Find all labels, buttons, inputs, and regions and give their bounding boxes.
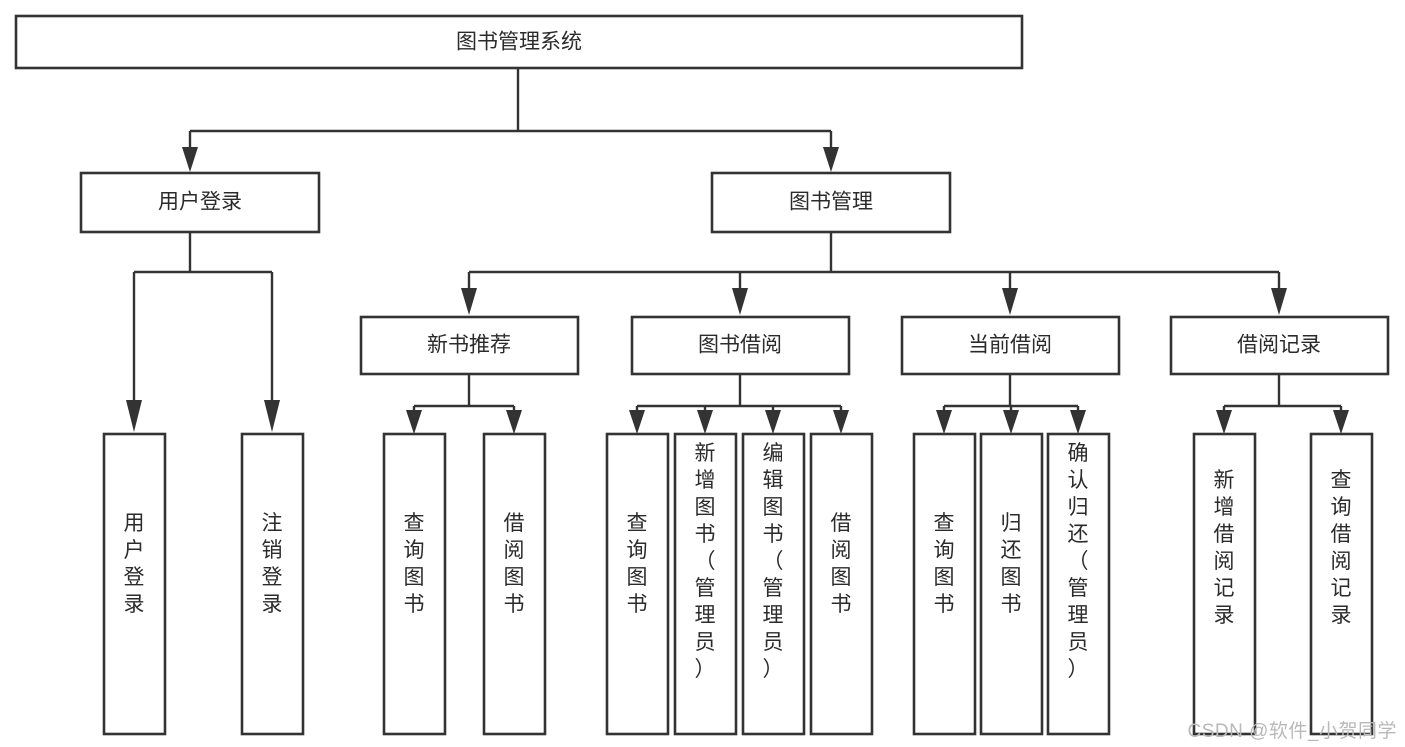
node-leaf-query-record-label: 查询借阅记录 — [1331, 469, 1352, 627]
arrow-cb-leaf-3 — [1070, 410, 1086, 434]
node-leaf-return-book-box[interactable] — [979, 432, 1044, 736]
connector-group-root — [182, 68, 839, 172]
node-leaf-query-book-1-box[interactable] — [382, 432, 447, 736]
node-leaf-add-record[interactable]: 新增借阅记录 — [1192, 432, 1257, 736]
node-user-login-label: 用户登录 — [158, 191, 242, 214]
node-book-manage-box[interactable] — [710, 171, 952, 234]
node-leaf-query-book-2[interactable]: 查询图书 — [605, 432, 670, 736]
arrow-root-to-user-login — [182, 147, 198, 172]
node-book-borrow-label: 图书借阅 — [698, 334, 782, 357]
node-leaf-query-book-2-box[interactable] — [605, 432, 670, 736]
node-leaf-confirm-return[interactable]: 确认归还（管理员） — [1046, 432, 1111, 736]
node-leaf-borrow-book-1[interactable]: 借阅图书 — [482, 432, 547, 736]
node-leaf-user-logout-label: 注销登录 — [262, 512, 283, 616]
node-leaf-edit-book-box[interactable] — [741, 432, 806, 736]
node-leaf-query-book-3[interactable]: 查询图书 — [912, 432, 977, 736]
node-new-book-recommend-label: 新书推荐 — [427, 334, 511, 357]
node-user-login[interactable]: 用户登录 — [79, 171, 321, 234]
node-current-borrow[interactable]: 当前借阅 — [900, 315, 1121, 376]
arrow-bm-to-new-book-recommend — [461, 288, 477, 315]
arrow-nbr-leaf-2 — [506, 410, 522, 434]
node-borrow-record-label: 借阅记录 — [1237, 334, 1321, 357]
node-leaf-confirm-return-label: 确认归还（管理员） — [1068, 442, 1089, 681]
arrow-root-to-book-manage — [823, 147, 839, 172]
node-leaf-query-book-1-label: 查询图书 — [404, 512, 425, 616]
node-leaf-user-login-box[interactable] — [102, 432, 167, 736]
node-leaf-add-record-box[interactable] — [1192, 432, 1257, 736]
node-user-login-box[interactable] — [79, 171, 321, 234]
node-leaf-add-book-label: 新增图书（管理员） — [695, 442, 716, 681]
arrow-bb-leaf-1 — [629, 410, 645, 434]
node-leaf-query-book-3-label: 查询图书 — [934, 512, 955, 616]
node-leaf-user-logout[interactable]: 注销登录 — [240, 432, 305, 736]
node-leaf-query-record-box[interactable] — [1309, 432, 1374, 736]
node-leaf-query-book-1[interactable]: 查询图书 — [382, 432, 447, 736]
arrow-bb-leaf-2 — [697, 410, 713, 434]
arrow-bm-to-borrow-record — [1271, 288, 1287, 315]
node-root-label: 图书管理系统 — [456, 31, 582, 54]
arrow-cb-leaf-2 — [1003, 410, 1019, 434]
node-leaf-borrow-book-2-label: 借阅图书 — [831, 512, 852, 616]
node-leaf-query-book-2-label: 查询图书 — [627, 512, 648, 616]
node-new-book-recommend-box[interactable] — [359, 315, 580, 376]
connector-group-book-manage — [461, 232, 1287, 315]
node-root-box[interactable] — [14, 14, 1024, 70]
node-current-borrow-box[interactable] — [900, 315, 1121, 376]
connector-group-user-login — [126, 232, 280, 432]
csdn-watermark: CSDN @软件_小贺同学 — [1187, 721, 1397, 742]
node-leaf-add-book[interactable]: 新增图书（管理员） — [673, 432, 738, 736]
node-leaf-query-record[interactable]: 查询借阅记录 — [1309, 432, 1374, 736]
node-leaf-edit-book-label: 编辑图书（管理员） — [763, 442, 784, 681]
arrow-br-leaf-1 — [1216, 410, 1232, 434]
connector-group-current-borrow — [936, 374, 1086, 434]
node-current-borrow-label: 当前借阅 — [968, 334, 1052, 357]
node-leaf-add-book-box[interactable] — [673, 432, 738, 736]
node-leaf-user-logout-box[interactable] — [240, 432, 305, 736]
node-new-book-recommend[interactable]: 新书推荐 — [359, 315, 580, 376]
node-leaf-borrow-book-1-box[interactable] — [482, 432, 547, 736]
arrow-bb-leaf-4 — [833, 410, 849, 434]
connector-group-borrow-record — [1216, 374, 1349, 434]
node-root[interactable]: 图书管理系统 — [14, 14, 1024, 70]
connector-group-new-book-recommend — [406, 374, 522, 434]
node-leaf-borrow-book-2[interactable]: 借阅图书 — [809, 432, 874, 736]
node-leaf-user-login[interactable]: 用户登录 — [102, 432, 167, 736]
node-leaf-return-book-label: 归还图书 — [1001, 512, 1022, 616]
node-leaf-add-record-label: 新增借阅记录 — [1214, 469, 1235, 627]
node-book-manage[interactable]: 图书管理 — [710, 171, 952, 234]
arrow-bm-to-current-borrow — [1002, 288, 1018, 315]
arrow-user-login-leaf-2 — [264, 400, 280, 432]
node-book-manage-label: 图书管理 — [789, 191, 873, 214]
arrow-bb-leaf-3 — [765, 410, 781, 434]
arrow-user-login-leaf-1 — [126, 400, 142, 432]
node-borrow-record[interactable]: 借阅记录 — [1169, 315, 1390, 376]
node-book-borrow[interactable]: 图书借阅 — [630, 315, 851, 376]
arrow-br-leaf-2 — [1333, 410, 1349, 434]
node-leaf-query-book-3-box[interactable] — [912, 432, 977, 736]
node-book-borrow-box[interactable] — [630, 315, 851, 376]
node-borrow-record-box[interactable] — [1169, 315, 1390, 376]
node-leaf-confirm-return-box[interactable] — [1046, 432, 1111, 736]
arrow-bm-to-book-borrow — [732, 288, 748, 315]
node-leaf-borrow-book-2-box[interactable] — [809, 432, 874, 736]
node-leaf-borrow-book-1-label: 借阅图书 — [504, 512, 525, 616]
arrow-nbr-leaf-1 — [406, 410, 422, 434]
node-leaf-return-book[interactable]: 归还图书 — [979, 432, 1044, 736]
node-leaf-edit-book[interactable]: 编辑图书（管理员） — [741, 432, 806, 736]
connector-group-book-borrow — [629, 374, 849, 434]
node-leaf-user-login-label: 用户登录 — [124, 512, 145, 616]
arrow-cb-leaf-1 — [936, 410, 952, 434]
